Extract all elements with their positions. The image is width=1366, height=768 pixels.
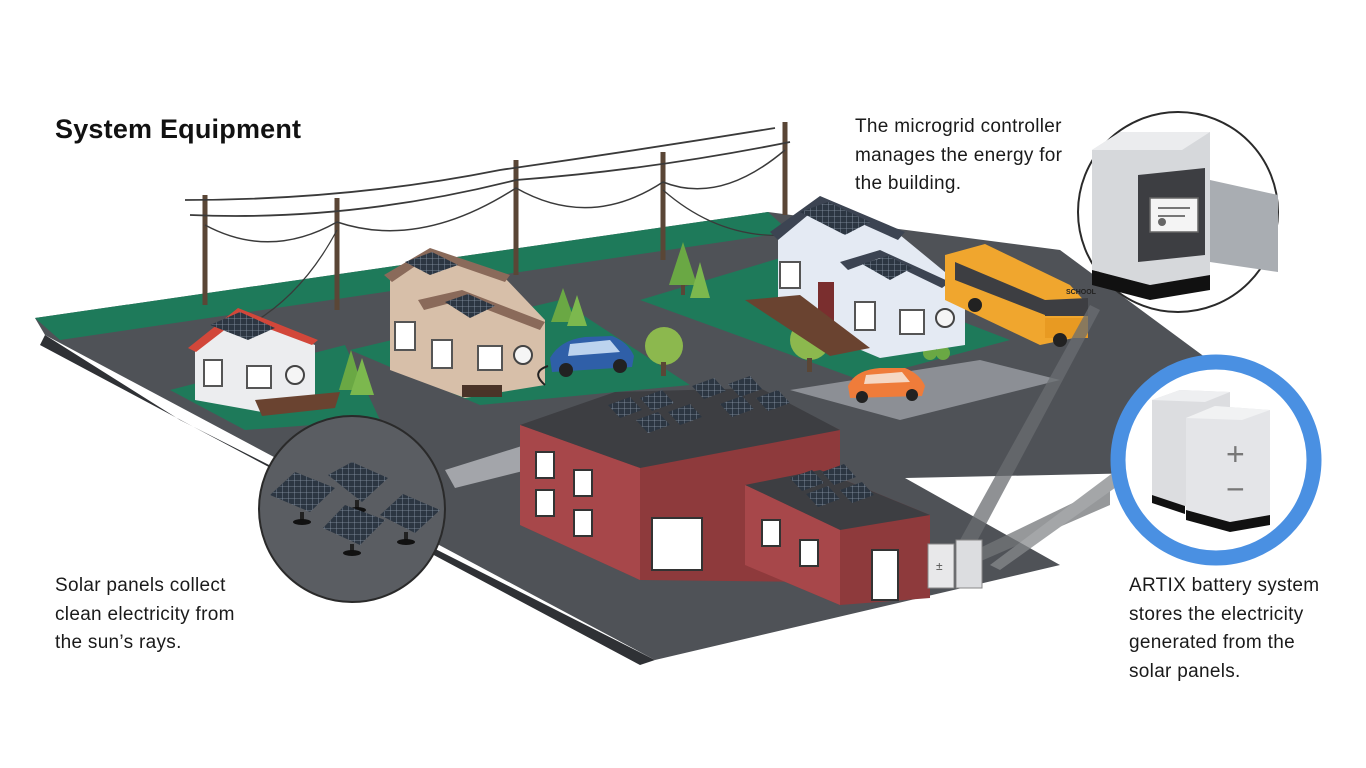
orange-car bbox=[848, 368, 925, 403]
battery-plus-label: + bbox=[1226, 436, 1245, 472]
battery-minus-label: − bbox=[1226, 471, 1245, 507]
school-bus: SCHOOL bbox=[945, 244, 1097, 347]
bus-sign: SCHOOL bbox=[1066, 289, 1097, 296]
battery-magnifier: + − bbox=[1110, 354, 1322, 566]
caption-line: the sun’s rays. bbox=[55, 632, 182, 653]
caption-line: solar panels. bbox=[1129, 660, 1241, 682]
house-small bbox=[188, 308, 340, 416]
caption-line: manages the energy for bbox=[855, 144, 1063, 166]
microgrid-controller-icon bbox=[1092, 132, 1278, 300]
ground-battery-units: ± bbox=[927, 539, 983, 589]
caption-line: generated from the bbox=[1129, 632, 1295, 653]
solar-panel-icon bbox=[270, 462, 440, 556]
battery-caption: ARTIX battery system stores the electric… bbox=[1129, 572, 1319, 686]
caption-line: The microgrid controller bbox=[855, 116, 1062, 137]
controller-magnifier bbox=[1077, 111, 1279, 313]
controller-caption: The microgrid controller manages the ene… bbox=[855, 113, 1062, 199]
school-building bbox=[520, 388, 930, 605]
blue-car bbox=[537, 336, 634, 386]
solar-caption: Solar panels collect clean electricity f… bbox=[55, 572, 235, 658]
page-title: System Equipment bbox=[55, 114, 302, 144]
caption-line: stores the electricity bbox=[1129, 603, 1304, 625]
power-lines bbox=[184, 122, 791, 331]
solar-panel-magnifier bbox=[258, 415, 446, 603]
battery-icon: + − bbox=[1152, 390, 1270, 532]
caption-line: the building. bbox=[855, 173, 962, 194]
house-tan bbox=[384, 248, 545, 398]
rooftop-solar-panels bbox=[608, 376, 874, 507]
house-blue bbox=[745, 196, 965, 358]
caption-line: clean electricity from bbox=[55, 603, 235, 625]
callout-beams bbox=[445, 305, 1140, 570]
caption-line: Solar panels collect bbox=[55, 575, 226, 596]
svg-text:±: ± bbox=[936, 559, 943, 573]
caption-line: ARTIX battery system bbox=[1129, 575, 1320, 596]
